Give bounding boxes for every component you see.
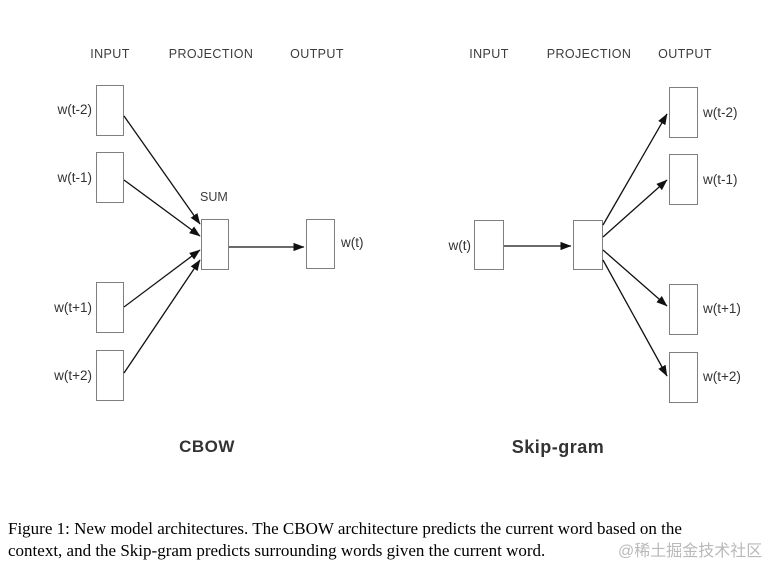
cbow-input-box-1	[96, 85, 124, 136]
cbow-arrow-input1	[123, 115, 201, 225]
cbow-input-label-3: w(t+1)	[54, 300, 92, 315]
cbow-arrow-input3	[123, 249, 201, 308]
figure-caption: Figure 1: New model architectures. The C…	[8, 518, 682, 561]
cbow-input-label-2: w(t-1)	[57, 170, 93, 185]
skipgram-output-label-4: w(t+2)	[703, 369, 741, 384]
skipgram-input-box	[474, 220, 504, 270]
skipgram-output-label-3: w(t+1)	[703, 301, 741, 316]
skipgram-arrow-output3	[602, 249, 668, 307]
skipgram-output-box-3	[669, 284, 698, 335]
skipgram-header-output: OUTPUT	[658, 47, 712, 61]
cbow-projection-box	[201, 219, 229, 270]
cbow-arrow-input4	[123, 259, 201, 374]
cbow-header-output: OUTPUT	[290, 47, 344, 61]
watermark-text: @稀土掘金技术社区	[618, 543, 763, 560]
cbow-input-box-2	[96, 152, 124, 203]
skipgram-output-box-1	[669, 87, 698, 138]
skipgram-arrow-output4	[602, 259, 668, 377]
figure-caption-line-2: context, and the Skip-gram predicts surr…	[8, 540, 546, 560]
skipgram-arrow-output2	[602, 179, 668, 238]
skipgram-output-box-4	[669, 352, 698, 403]
cbow-title: CBOW	[179, 437, 235, 456]
cbow-output-label: w(t)	[341, 235, 364, 250]
skipgram-arrow-output1	[602, 113, 668, 226]
skipgram-output-box-2	[669, 154, 698, 205]
skipgram-title: Skip-gram	[511, 437, 605, 457]
skipgram-header-input: INPUT	[469, 47, 509, 61]
cbow-input-box-3	[96, 282, 124, 333]
cbow-input-label-4: w(t+2)	[54, 368, 92, 383]
cbow-sum-label: SUM	[200, 190, 228, 204]
figure-caption-line-1: Figure 1: New model architectures. The C…	[8, 519, 682, 538]
cbow-header-input: INPUT	[90, 47, 130, 61]
cbow-arrow-input2	[123, 179, 201, 237]
skipgram-input-label: w(t)	[448, 238, 472, 253]
skipgram-output-label-2: w(t-1)	[703, 172, 738, 187]
skipgram-output-label-1: w(t-2)	[703, 105, 738, 120]
cbow-header-projection: PROJECTION	[168, 47, 254, 61]
skipgram-projection-box	[573, 220, 603, 270]
cbow-input-label-1: w(t-2)	[57, 102, 93, 117]
skipgram-header-projection: PROJECTION	[546, 47, 632, 61]
cbow-output-box	[306, 219, 335, 269]
cbow-input-box-4	[96, 350, 124, 401]
